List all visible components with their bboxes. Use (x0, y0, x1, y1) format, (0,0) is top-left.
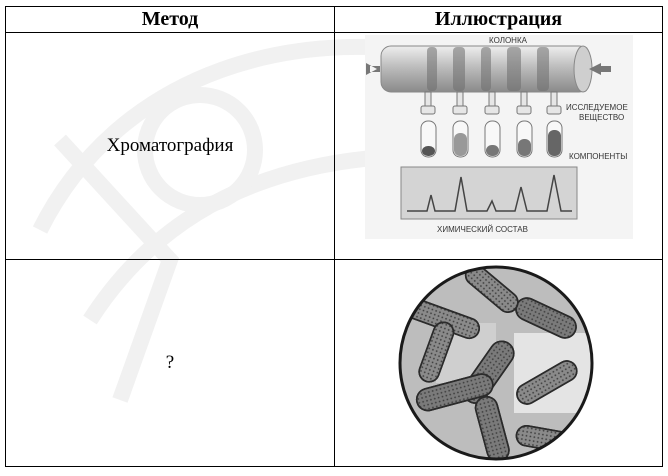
method-cell: Хроматография (5, 32, 335, 260)
sample-label: ВЕЩЕСТВО (579, 113, 624, 122)
test-tubes (420, 120, 563, 158)
sample-label: ИССЛЕДУЕМОЕ (566, 103, 628, 112)
chromatography-diagram: КОЛОНКА ИССЛЕДУЕМОЕ ВЕЩЕСТВО (365, 35, 633, 239)
composition-label: ХИМИЧЕСКИЙ СОСТАВ (437, 225, 528, 234)
valves (420, 91, 562, 115)
chromatogram-line (407, 174, 572, 212)
header-row: Метод Иллюстрация (5, 6, 663, 33)
column-label: КОЛОНКА (489, 36, 528, 45)
illustration-cell: КОЛОНКА ИССЛЕДУЕМОЕ ВЕЩЕСТВО (334, 32, 663, 260)
microscope-image (398, 265, 594, 461)
inlet-arrow-icon (589, 63, 611, 75)
illustration-cell (334, 259, 663, 467)
method-header: Метод (5, 6, 335, 33)
column-bands (427, 47, 549, 91)
illustration-header: Иллюстрация (334, 6, 663, 33)
method-cell: ? (5, 259, 335, 467)
components-label: КОМПОНЕНТЫ (569, 152, 627, 161)
table-row: ? (5, 259, 663, 467)
table-row: Хроматография КОЛОНКА (5, 32, 663, 260)
chromatogram-panel (400, 166, 578, 220)
outlet-arrow-icon (366, 63, 380, 75)
methods-table: Метод Иллюстрация Хроматография КОЛОНКА (5, 6, 663, 467)
